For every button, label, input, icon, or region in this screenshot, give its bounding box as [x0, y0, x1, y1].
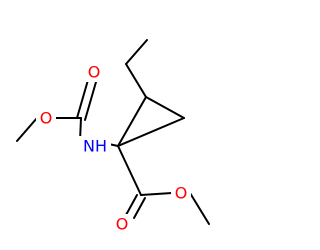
oxygen-label-ester-ether: O [175, 184, 188, 203]
oxygen-label-carbamate-carbonyl: O [88, 63, 101, 82]
label-bg-o-carbamate-ether [36, 108, 56, 128]
bond-carbamate-co-1 [76, 79, 89, 119]
bond-ring-top-quaternary [117, 96, 147, 147]
bond-ethyl-ch3-ch2 [125, 39, 148, 65]
nitrogen-label-nh: NH [83, 137, 107, 156]
label-bg-o-top [84, 62, 104, 82]
label-bg-nh [79, 136, 111, 156]
bond-carbamate-co-2 [84, 81, 97, 121]
bond-quaternary-ester-c [117, 145, 142, 196]
molecule-structure: O O NH O O [16, 39, 210, 234]
bond-ring-top-right [145, 96, 185, 119]
label-bg-o-ester-ether [171, 183, 191, 203]
bond-carbamate-o-me [16, 117, 38, 142]
oxygen-label-carbamate-ether: O [40, 109, 53, 128]
bond-ethyl-ch2-ring [125, 63, 147, 98]
bond-ester-c-o [140, 192, 173, 196]
bond-ester-co-1 [125, 194, 138, 216]
bond-ester-co-2 [133, 197, 146, 219]
oxygen-label-ester-carbonyl: O [116, 215, 129, 234]
bond-ring-right-quaternary [117, 117, 185, 147]
label-bg-o-ester-carbonyl [112, 214, 132, 234]
bond-ester-o-me [189, 192, 210, 225]
